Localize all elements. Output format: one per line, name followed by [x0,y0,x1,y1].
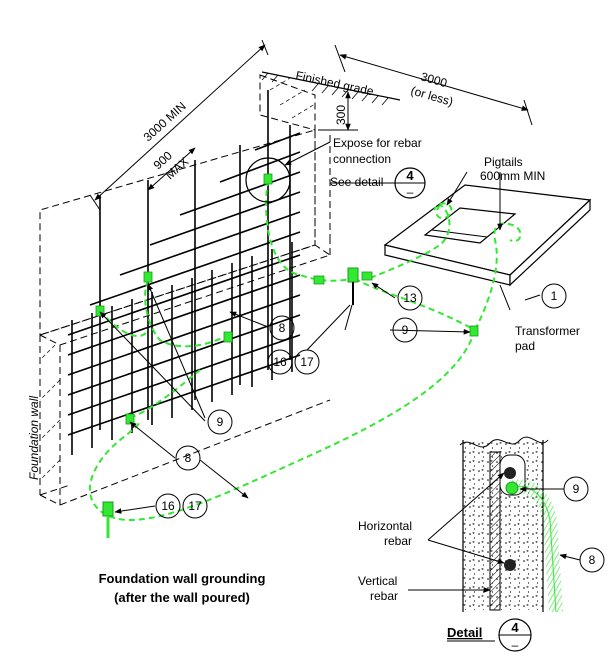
expose-label: Expose for rebar [333,136,422,150]
ground-rod-upper [347,267,359,305]
pigtails-label: Pigtails [484,155,523,169]
or-less-label: (or less) [409,83,455,108]
dimensions [89,39,533,211]
detail-ref-den: – [407,185,414,199]
detail-ref-callout: 4 – [394,167,426,199]
detail-4-section [459,436,563,613]
detail-title: Detail [447,625,482,640]
detail-title-ref: 4 – [498,618,532,652]
callout-8-detail: 8 [579,547,605,573]
vertical-label: Vertical [358,574,397,588]
leader-lines [99,141,541,514]
caption-line-1: Foundation wall grounding [99,571,266,586]
see-detail-label: See detail [330,175,383,189]
horizontal-rebar-label: rebar [384,534,412,548]
callout-9-wall: 9 [207,409,233,435]
finished-grade-label: Finished grade [294,68,375,98]
callout-16-17-lower: 16 17 [155,493,208,519]
pad-label: pad [515,339,535,353]
svg-text:16: 16 [273,355,287,369]
wall-hatch [39,77,316,481]
callout-9-detail: 9 [563,476,589,502]
horizontal-label: Horizontal [358,519,412,533]
callout-8-lower: 8 [175,445,201,471]
svg-text:16: 16 [161,499,175,513]
callout-16-17-upper: 16 17 [267,349,320,375]
svg-text:4: 4 [511,620,519,635]
ground-rod-lower [102,501,114,538]
transformer-label: Transformer [515,324,580,338]
foundation-wall [38,74,332,506]
vertical-rebar-label: rebar [370,589,398,603]
callout-1: 1 [541,283,567,309]
svg-text:8: 8 [589,553,596,567]
ground-conductor [89,179,522,522]
callout-8-upper: 8 [269,315,295,341]
rebar-grid [71,242,293,455]
svg-text:9: 9 [573,482,580,496]
connection-label: connection [333,152,391,166]
pigtails-len-label: 600mm MIN [480,169,545,183]
svg-text:1: 1 [551,289,558,303]
svg-text:9: 9 [402,323,409,337]
detail-ref-num: 4 [406,168,414,183]
foundation-wall-label: Foundation wall [27,396,41,480]
rebar-clamps [95,173,479,425]
caption-line-2: (after the wall poured) [114,590,250,605]
callout-13: 13 [397,285,423,311]
svg-text:–: – [512,638,519,652]
svg-text:17: 17 [188,499,202,513]
transformer-pad [383,184,592,287]
detail-marker-circle [245,157,291,203]
callout-9-pad: 9 [392,317,418,343]
svg-text:17: 17 [300,355,314,369]
svg-text:8: 8 [185,451,192,465]
svg-text:9: 9 [217,415,224,429]
svg-text:13: 13 [403,291,417,305]
dim-300-label: 300 [334,105,348,125]
svg-text:8: 8 [279,321,286,335]
